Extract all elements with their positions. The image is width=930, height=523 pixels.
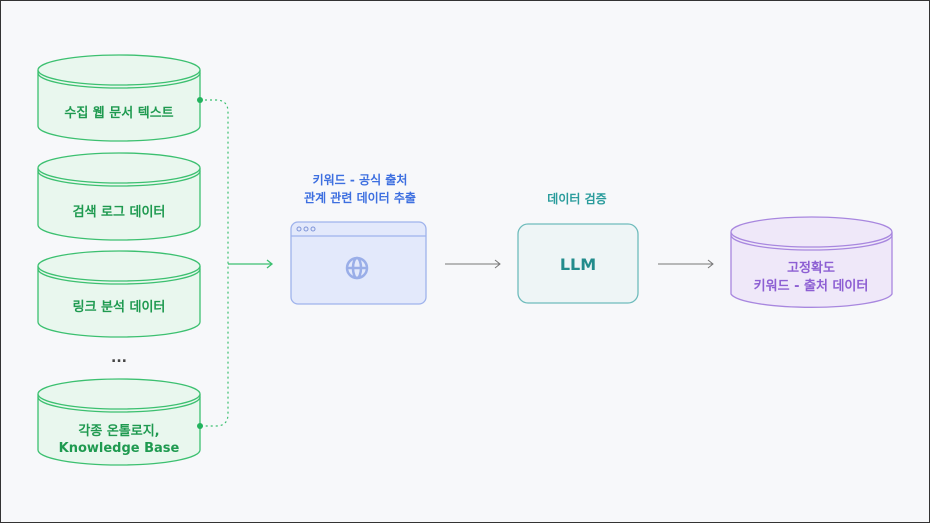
source-label: 검색 로그 데이터 (73, 204, 166, 220)
arrow-to-llm (445, 259, 501, 269)
browser-window (290, 221, 427, 305)
source-cylinder-search-logs (37, 152, 201, 241)
merge-connector (200, 99, 229, 427)
output-label: 고정확도 (787, 260, 835, 276)
arrow-to-output (658, 259, 714, 269)
source-label: Knowledge Base (59, 441, 180, 456)
source-cylinder-link-analysis (37, 250, 201, 338)
connector-dot (197, 97, 203, 103)
extract-title: 관계 관련 데이터 추출 (304, 190, 416, 205)
source-label: 수집 웹 문서 텍스트 (64, 105, 173, 121)
output-label: 키워드 - 출처 데이터 (754, 278, 869, 294)
source-cylinder-ontology (37, 378, 201, 466)
source-label: 링크 분석 데이터 (73, 299, 166, 315)
more-sources-ellipsis: ... (111, 350, 127, 366)
source-label: 각종 온톨로지, (78, 423, 159, 439)
globe-icon (345, 256, 369, 280)
validate-title: 데이터 검증 (547, 191, 606, 206)
llm-label: LLM (560, 255, 596, 274)
connector-dot (197, 423, 203, 429)
source-cylinder-web-docs (37, 54, 201, 142)
output-cylinder (730, 216, 893, 308)
arrow-to-extract (228, 259, 274, 269)
extract-title: 키워드 - 공식 출처 (313, 172, 408, 187)
llm-box (517, 223, 639, 304)
